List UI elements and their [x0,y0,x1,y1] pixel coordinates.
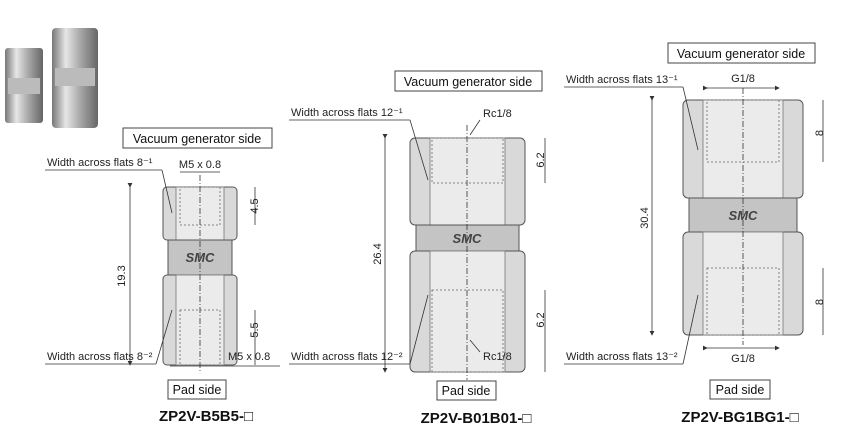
depth-bottom-dimension: 8 [814,299,826,305]
length-dimension: 30.4 [639,207,651,228]
flats-bottom-label: Width across flats 12⁻² [291,351,403,363]
pad-side-label: Pad side [442,384,491,398]
vacuum-side-label: Vacuum generator side [133,132,261,146]
pad-side-box [167,379,227,400]
vacuum-side-box [122,127,273,149]
model-number: ZP2V-B01B01-□ [421,410,532,427]
port-top-label: Rc1/8 [483,108,512,120]
flats-bottom-label: Width across flats 8⁻² [47,351,153,363]
flats-bottom-label: Width across flats 13⁻² [566,351,678,363]
product-photo [5,28,98,128]
pad-side-label: Pad side [173,383,222,397]
smc-logo: SMC [729,208,759,223]
depth-top-dimension: 4.5 [249,198,261,213]
vacuum-side-label: Vacuum generator side [404,75,532,89]
depth-bottom-dimension: 5.5 [249,322,261,337]
flats-top-label: Width across flats 8⁻¹ [47,157,153,169]
port-bottom-label: M5 x 0.8 [228,351,270,363]
depth-top-dimension: 6.2 [535,152,547,167]
drawing-zp2v-b5b5: Vacuum generator side SMC Width across f… [45,127,280,425]
model-number: ZP2V-BG1BG1-□ [681,409,798,426]
port-bottom-label: G1/8 [731,353,755,365]
port-bottom-label: Rc1/8 [483,351,512,363]
drawing-zp2v-bg1bg1: Vacuum generator side SMC Width across f… [564,42,826,426]
depth-top-dimension: 8 [814,130,826,136]
flats-top-label: Width across flats 12⁻¹ [291,107,403,119]
drawing-zp2v-b01b01: Vacuum generator side SMC Width across f… [289,70,547,427]
flats-top-label: Width across flats 13⁻¹ [566,74,678,86]
length-dimension: 19.3 [116,265,128,286]
length-dimension: 26.4 [372,243,384,264]
depth-bottom-dimension: 6.2 [535,312,547,327]
pad-side-label: Pad side [716,383,765,397]
vacuum-side-label: Vacuum generator side [677,47,805,61]
port-top-label: G1/8 [731,73,755,85]
port-top-label: M5 x 0.8 [179,159,221,171]
model-number: ZP2V-B5B5-□ [159,408,253,425]
